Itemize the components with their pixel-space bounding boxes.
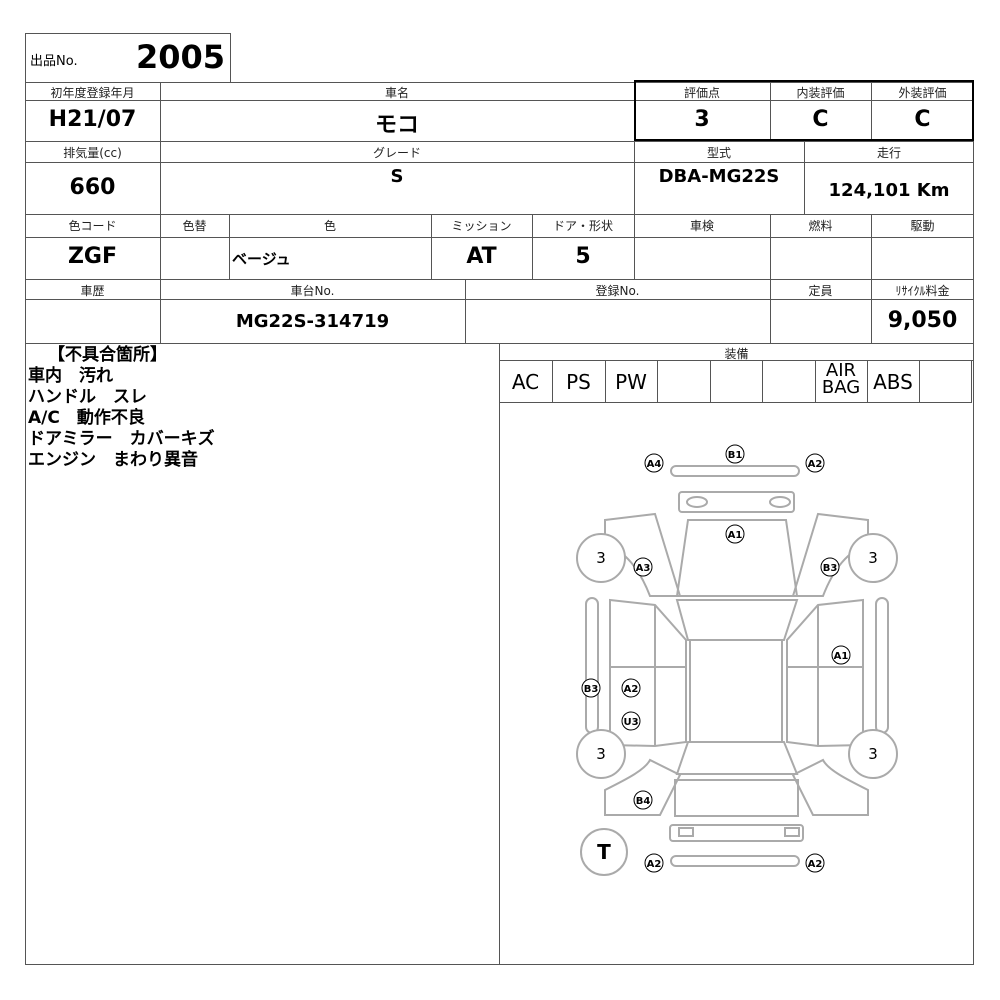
mileage-label: 走行: [876, 146, 901, 160]
color-code-value: ZGF: [67, 244, 118, 269]
fuel-label: 燃料: [808, 219, 833, 233]
svg-text:B1: B1: [728, 450, 743, 461]
damage-marker: B4: [633, 790, 653, 810]
car-name-value: モコ: [374, 113, 419, 138]
damage-marker: U3: [621, 711, 641, 731]
svg-text:A2: A2: [647, 859, 662, 870]
car-name-label: 車名: [384, 86, 409, 100]
tire-rear-left: 3: [596, 745, 606, 763]
exterior-label: 外装評価: [898, 86, 947, 100]
svg-text:A1: A1: [728, 530, 743, 541]
tire-front-right: 3: [868, 549, 878, 567]
tire-circles: [576, 533, 898, 779]
first-reg-label: 初年度登録年月: [50, 86, 135, 100]
first-reg-value: H21/07: [48, 107, 137, 132]
damage-marker: A2: [644, 853, 664, 873]
color-value: ベージュ: [232, 250, 291, 268]
svg-text:A2: A2: [808, 459, 823, 470]
damage-marker: A2: [621, 678, 641, 698]
issue-item: エンジン まわり異音: [28, 450, 198, 470]
damage-marker: A4: [644, 453, 664, 473]
equipment-abs: ABS: [873, 370, 913, 394]
color-label: 色: [323, 219, 336, 233]
issue-item: A/C 動作不良: [28, 408, 145, 428]
doors-label: ドア・形状: [552, 219, 613, 233]
issue-item: ドアミラー カバーキズ: [28, 429, 215, 449]
equipment-airbag: AIR BAG: [821, 360, 861, 398]
model-code-label: 型式: [706, 146, 731, 160]
color-change-label: 色替: [182, 219, 207, 233]
spare-tire: [580, 828, 628, 876]
equipment-pw: PW: [615, 370, 647, 394]
equipment-ps: PS: [566, 370, 591, 394]
capacity-label: 定員: [808, 284, 833, 298]
recycle-value: 9,050: [887, 308, 958, 333]
damage-marker: B1: [725, 444, 745, 464]
score-value: 3: [694, 107, 710, 132]
damage-marker: A3: [633, 557, 653, 577]
svg-text:U3: U3: [623, 717, 638, 728]
chassis-value: MG22S-314719: [235, 311, 390, 332]
tire-front-left: 3: [596, 549, 606, 567]
drive-label: 駆動: [910, 219, 935, 233]
svg-text:A1: A1: [834, 651, 849, 662]
recycle-label: ﾘｻｲｸﾙ料金: [895, 284, 950, 298]
issue-item: 車内 汚れ: [28, 366, 113, 386]
equipment-label: 装備: [724, 347, 749, 361]
damage-marker: A2: [805, 853, 825, 873]
inspection-label: 車検: [689, 219, 714, 233]
svg-text:A3: A3: [636, 563, 651, 574]
svg-text:A2: A2: [624, 684, 639, 695]
svg-text:B3: B3: [823, 563, 838, 574]
interior-value: C: [812, 107, 829, 132]
mission-value: AT: [466, 244, 497, 269]
interior-label: 内装評価: [796, 86, 845, 100]
svg-text:B4: B4: [636, 796, 651, 807]
displacement-label: 排気量(cc): [63, 146, 122, 160]
displacement-value: 660: [69, 175, 116, 200]
damage-marker: A1: [725, 524, 745, 544]
issues-list: 【不具合箇所】 車内 汚れ ハンドル スレ A/C 動作不良 ドアミラー カバー…: [28, 345, 215, 471]
damage-marker: B3: [820, 557, 840, 577]
evaluation-box: [634, 80, 974, 141]
svg-text:A4: A4: [647, 459, 662, 470]
chassis-label: 車台No.: [290, 284, 335, 298]
reg-no-label: 登録No.: [595, 284, 640, 298]
model-code-value: DBA-MG22S: [658, 166, 780, 187]
history-label: 車歴: [80, 284, 105, 298]
grade-label: グレード: [372, 146, 421, 160]
mileage-value: 124,101 Km: [828, 180, 950, 201]
damage-marker: A2: [805, 453, 825, 473]
spare-tire-label: T: [597, 840, 611, 864]
score-label: 評価点: [683, 86, 720, 100]
mission-label: ミッション: [451, 219, 512, 233]
equipment-row: [499, 360, 972, 403]
issue-item: ハンドル スレ: [28, 387, 147, 407]
damage-marker: A1: [831, 645, 851, 665]
color-code-label: 色コード: [68, 219, 117, 233]
lot-label: 出品No.: [30, 54, 78, 69]
damage-marker: B3: [581, 678, 601, 698]
exterior-value: C: [914, 107, 931, 132]
doors-value: 5: [575, 244, 591, 269]
svg-text:B3: B3: [584, 684, 599, 695]
svg-text:A2: A2: [808, 859, 823, 870]
equipment-ac: AC: [511, 370, 540, 394]
issues-title: 【不具合箇所】: [48, 345, 167, 365]
grade-value: S: [390, 166, 404, 187]
tire-rear-right: 3: [868, 745, 878, 763]
lot-number: 2005: [135, 38, 225, 76]
